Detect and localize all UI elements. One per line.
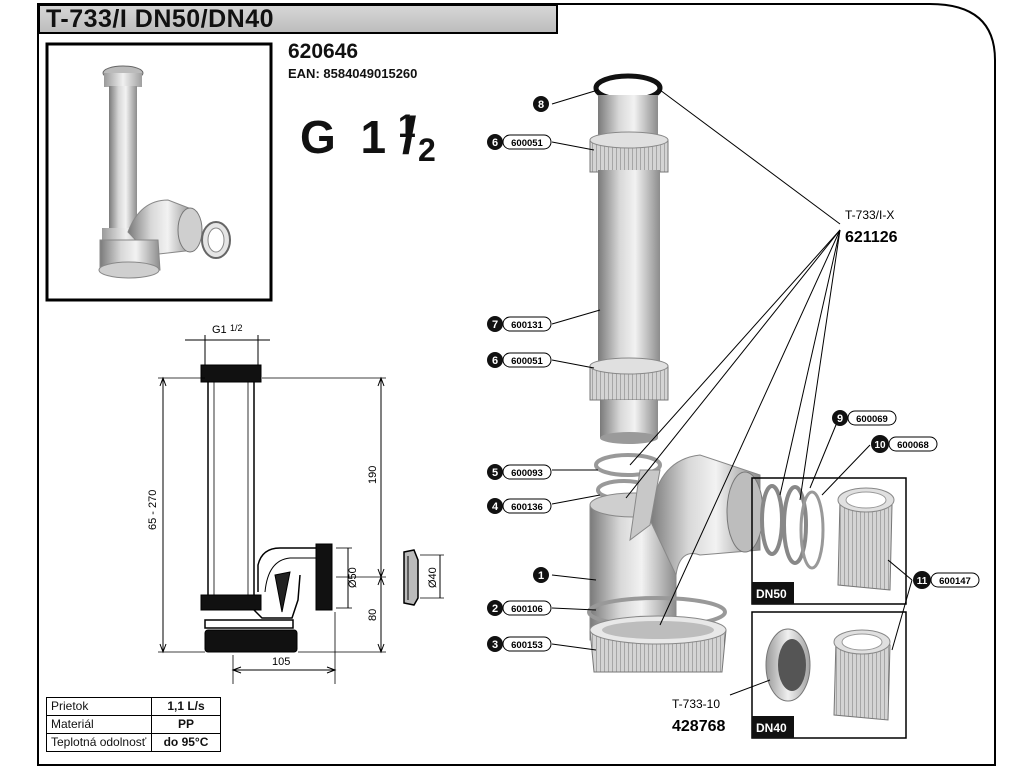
svg-text:6: 6 [492,137,498,149]
spec-row: Teplotná odolnosť do 95°C [46,733,221,752]
svg-text:3: 3 [492,639,498,651]
spec-row: Prietok 1,1 L/s [46,697,221,716]
callout-2: 2 600106 [487,600,552,616]
thread-size-denominator: 2 [418,132,436,168]
svg-text:1: 1 [538,570,544,582]
spec-table: Prietok 1,1 L/s Materiál PP Teplotná odo… [46,697,221,752]
svg-text:7: 7 [492,319,498,331]
callout-6-lower: 6 600051 [487,352,552,368]
technical-drawing [158,335,444,684]
svg-text:8: 8 [538,99,544,111]
ean-code: EAN: 8584049015260 [288,66,418,81]
lower-height-label: 80 [367,609,379,621]
dn40-label: DN40 [756,721,787,735]
dn50-tag [752,582,794,604]
svg-text:600153: 600153 [511,640,543,651]
callout-9: 9 600069 [832,410,897,426]
svg-text:600093: 600093 [511,468,543,479]
spec-key: Prietok [46,697,152,716]
thread-size-slash: / [402,107,417,165]
overall-height-label: 65 - 270 [147,490,159,530]
upper-height-label: 190 [367,466,379,484]
callout-7: 7 600131 [487,316,552,332]
callout-6-upper: 6 600051 [487,134,552,150]
spec-value: PP [151,715,221,734]
svg-text:600051: 600051 [511,356,543,367]
thread-size-prefix: G 1 [300,111,393,163]
thread-dimension-label: G1 [212,324,227,336]
svg-text:600106: 600106 [511,604,543,615]
callout-3: 3 600153 [487,636,552,652]
dimension-labels: G1 1/2 65 - 270 190 80 Ø50 Ø40 105 [147,323,439,668]
product-title: T-733/I DN50/DN40 [46,5,275,33]
thread-size-numerator: 1 [398,108,416,144]
svg-text:600131: 600131 [511,320,543,331]
adapter-name: T-733-10 [672,697,720,711]
callout-1: 1 [533,567,549,583]
svg-text:600068: 600068 [897,440,929,451]
svg-text:11: 11 [917,576,928,587]
callout-4: 4 600136 [487,498,552,514]
svg-text:600051: 600051 [511,138,543,149]
spec-value: do 95°C [151,733,221,752]
svg-text:9: 9 [837,413,843,425]
dn40-adapter [765,628,891,721]
outlet-diameter-label: Ø50 [347,567,359,588]
svg-text:600069: 600069 [856,414,888,425]
horizontal-length-label: 105 [272,656,290,668]
kit-labels: T-733/I-X 621126 T-733-10 428768 DN50 DN… [672,208,898,735]
dn40-box [751,611,907,739]
svg-text:6: 6 [492,355,498,367]
sheet-border [37,3,996,766]
spec-row: Materiál PP [46,715,221,734]
dn40-tag [752,716,794,738]
dn50-box [751,477,907,605]
seal-kit-name: T-733/I-X [845,208,894,222]
exploded-parts [587,73,825,673]
spec-value: 1,1 L/s [151,697,221,716]
seal-kit-code: 621126 [845,229,898,246]
svg-text:5: 5 [492,467,498,479]
svg-text:2: 2 [492,603,498,615]
callout-5: 5 600093 [487,464,552,480]
spec-key: Teplotná odolnosť [46,733,152,752]
thread-dimension-fraction: 1/2 [230,323,243,333]
callout-10: 10 600068 [871,435,938,453]
adapter-code: 428768 [672,718,725,735]
title-bar [38,4,558,34]
svg-text:600147: 600147 [939,576,971,587]
reducer-diameter-label: Ø40 [427,567,439,588]
spec-key: Materiál [46,715,152,734]
product-photo [98,65,231,279]
leader-lines [551,89,913,696]
dn50-label: DN50 [756,587,787,601]
callout-badges: 8 6 600051 7 600131 6 600051 5 600093 [487,96,980,652]
svg-text:10: 10 [874,440,886,451]
dn50-nut [837,487,895,591]
callout-11: 11 600147 [913,571,980,589]
product-code: 620646 [288,40,359,63]
callout-8: 8 [533,96,549,112]
svg-text:4: 4 [492,501,499,513]
svg-text:600136: 600136 [511,502,543,513]
